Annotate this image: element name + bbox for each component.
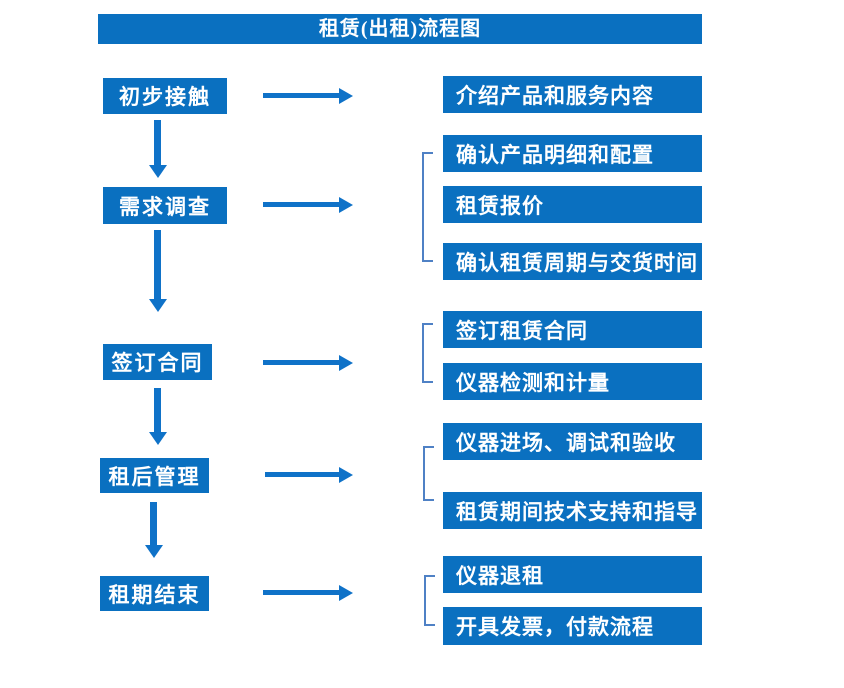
detail-box-confirm-product-config: 确认产品明细和配置 [443,135,702,172]
arrow-right-icon [263,590,339,595]
detail-box-confirm-period-delivery: 确认租赁周期与交货时间 [443,243,702,280]
group-bracket [423,446,434,501]
step-box-initial-contact: 初步接触 [103,78,227,114]
detail-box-introduce-products: 介绍产品和服务内容 [443,76,702,113]
step-box-sign-contract: 签订合同 [103,344,212,380]
arrow-right-icon [263,202,339,207]
arrow-down-icon [154,230,161,299]
arrow-down-icon [154,120,161,165]
group-bracket [422,323,433,383]
detail-box-rental-quote: 租赁报价 [443,186,702,223]
detail-box-technical-support: 租赁期间技术支持和指导 [443,492,702,529]
arrow-right-icon [263,360,339,365]
detail-box-instrument-return: 仪器退租 [443,556,702,593]
arrow-down-icon [150,502,157,545]
page-title: 租赁(出租)流程图 [98,14,702,44]
arrow-right-icon [263,93,339,98]
detail-box-sign-rental-contract: 签订租赁合同 [443,311,702,348]
arrow-right-icon [265,472,339,477]
detail-box-instrument-testing: 仪器检测和计量 [443,363,702,400]
detail-box-instrument-setup-acceptance: 仪器进场、调试和验收 [443,423,702,460]
group-bracket [422,152,433,262]
arrow-down-icon [154,388,161,432]
detail-box-invoice-payment: 开具发票，付款流程 [443,607,702,645]
step-box-post-rental-management: 租后管理 [100,458,209,493]
group-bracket [424,575,435,626]
step-box-rental-end: 租期结束 [100,576,209,611]
step-box-demand-survey: 需求调查 [103,187,227,224]
